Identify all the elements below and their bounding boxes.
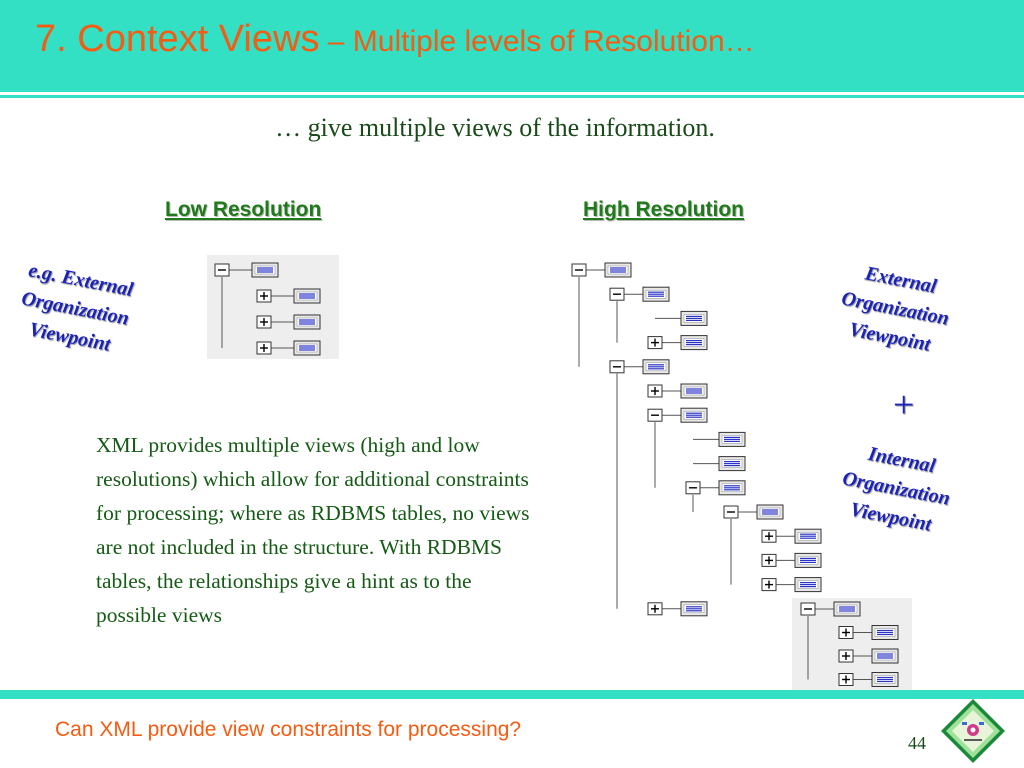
tree-row (609, 286, 670, 302)
collapse-icon[interactable] (800, 602, 816, 616)
collapse-icon[interactable] (723, 505, 739, 519)
document-node-icon (871, 625, 899, 640)
tree-row (647, 335, 708, 351)
collapse-icon[interactable] (647, 408, 663, 422)
title-subtitle: – Multiple levels of Resolution… (319, 25, 755, 58)
body-text: XML provides multiple views (high and lo… (96, 428, 546, 632)
tree-row (800, 601, 861, 617)
logo-diamond-icon (941, 699, 1005, 763)
document-node-icon (756, 504, 784, 520)
expand-icon[interactable] (647, 336, 663, 350)
expand-icon[interactable] (761, 578, 777, 592)
document-node-icon (604, 262, 632, 278)
tree-row (609, 359, 670, 375)
tree-row (256, 314, 321, 330)
low-resolution-tree (207, 255, 339, 359)
page-number: 44 (908, 733, 926, 753)
document-node-icon (293, 314, 321, 330)
document-node-icon (251, 262, 279, 278)
high-resolution-tree (571, 262, 822, 617)
high-resolution-label: High Resolution (583, 198, 744, 221)
document-node-icon (680, 335, 708, 351)
expand-icon[interactable] (838, 626, 854, 639)
tree-row (761, 552, 822, 568)
expand-icon[interactable] (647, 602, 663, 616)
tree-row (718, 456, 746, 472)
collapse-icon[interactable] (571, 263, 587, 277)
document-node-icon (794, 528, 822, 544)
expand-icon[interactable] (761, 529, 777, 543)
plus-sign: + (893, 384, 915, 426)
expand-icon[interactable] (256, 315, 272, 329)
tree-row (718, 431, 746, 447)
expand-icon[interactable] (761, 553, 777, 567)
tree-row (256, 288, 321, 304)
tree-row (685, 480, 746, 496)
footer-question: Can XML provide view constraints for pro… (55, 718, 522, 741)
document-node-icon (293, 340, 321, 356)
expand-icon[interactable] (256, 341, 272, 355)
collapse-icon[interactable] (214, 263, 230, 277)
document-node-icon (680, 407, 708, 423)
document-node-icon (794, 552, 822, 568)
low-resolution-label: Low Resolution (165, 198, 322, 221)
document-node-icon (293, 288, 321, 304)
expand-icon[interactable] (838, 649, 854, 663)
tree-row (571, 262, 632, 278)
body-paragraph: XML provides multiple views (high and lo… (96, 433, 530, 627)
document-node-icon (794, 577, 822, 593)
title-main: 7. Context Views (35, 18, 320, 60)
collapse-icon[interactable] (609, 287, 625, 301)
tree-row (680, 310, 708, 326)
expand-icon[interactable] (838, 673, 854, 686)
tree-row (723, 504, 784, 520)
tree-row (647, 601, 708, 617)
document-node-icon (680, 310, 708, 326)
document-node-icon (718, 480, 746, 496)
tree-row (838, 625, 899, 640)
tree-row (647, 407, 708, 423)
title-divider (0, 95, 1024, 98)
document-node-icon (642, 359, 670, 375)
tree-row (647, 383, 708, 399)
tree-row (838, 648, 899, 664)
collapse-icon[interactable] (685, 481, 701, 495)
expand-icon[interactable] (647, 384, 663, 398)
tree-row (838, 672, 899, 687)
tree-row (256, 340, 321, 356)
document-node-icon (871, 648, 899, 664)
document-node-icon (718, 456, 746, 472)
document-node-icon (680, 383, 708, 399)
footer-divider (0, 690, 1024, 699)
inset-tree (792, 598, 912, 690)
expand-icon[interactable] (256, 289, 272, 303)
document-node-icon (833, 601, 861, 617)
tree-row (761, 528, 822, 544)
slide-subtitle: … give multiple views of the information… (275, 113, 715, 142)
document-node-icon (871, 672, 899, 687)
title-bar (0, 0, 1024, 92)
tree-row (214, 262, 279, 278)
document-node-icon (680, 601, 708, 617)
tree-row (761, 577, 822, 593)
collapse-icon[interactable] (609, 360, 625, 374)
document-node-icon (718, 431, 746, 447)
document-node-icon (642, 286, 670, 302)
slide-title: 7. Context Views – Multiple levels of Re… (35, 18, 755, 61)
